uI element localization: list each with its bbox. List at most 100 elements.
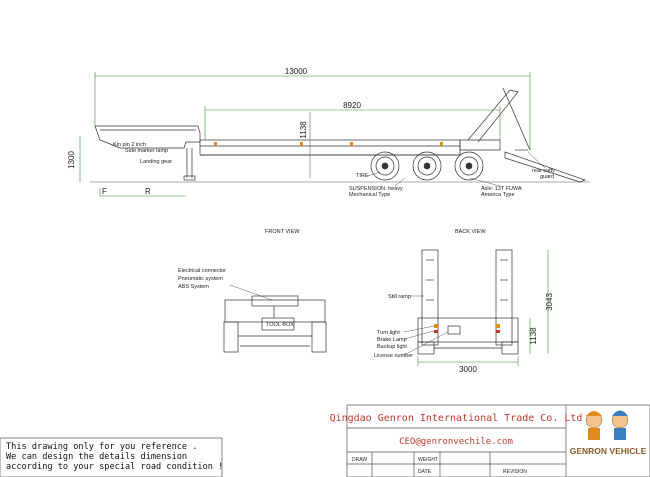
label-license-number: License number [374,353,413,359]
leader-line [229,284,273,301]
dim-text-overall: 13000 [285,67,308,76]
label-side-marker: Side marker lamp [125,148,168,154]
label-pneumatic: Pneumatic system [178,276,223,282]
dimension-lines [79,72,531,197]
label-tire: TIRE [356,173,369,179]
turn-light [434,324,438,328]
front-gooseneck-top [251,295,299,307]
front-wheel-right [311,321,327,353]
label-landing-gear: Landing gear [140,159,172,165]
label-turn-light: Turn light [377,330,400,336]
leader-line [403,330,435,340]
landing-gear-foot [183,175,196,181]
note-line: according to your special road condition… [6,462,224,472]
company-email: CEO@genronvechile.com [399,437,513,447]
leader-line [469,177,501,187]
leader-line [403,325,435,333]
logo-figure-right-body [614,428,626,440]
front-view-title: FRONT VIEW [265,229,300,235]
wheel-rim [417,156,437,176]
back-view-title: BACK VIEW [455,229,486,235]
label-abs: ABS System [178,284,209,290]
label-rear-guard-1: rear safty [532,168,555,174]
toolbox [261,317,295,331]
label-revision: REVISION [503,469,527,475]
label-axle-1: Axle: 13T FUWA [481,186,522,192]
label-suspension: SUSPENSION: heavy [349,186,403,192]
title-block [346,404,650,477]
side-marker-lamp [350,142,353,146]
dim-text-f: F [102,187,107,196]
leader-lines [367,151,546,187]
side-marker-lamp [440,142,443,146]
ramp-brace [502,87,531,151]
side-marker-lamp [300,142,303,146]
turn-light [496,324,500,328]
rear-ramp [504,151,586,183]
side-view [90,87,590,183]
label-still-ramp: Still ramp [388,294,411,300]
side-marker-lamp [214,142,217,146]
front-view [223,284,327,353]
back-leader-lines [403,295,449,356]
wheel-hub [381,162,389,170]
wheel [412,151,442,181]
rear-frame [459,139,501,151]
label-rear-guard-2: guard [540,174,554,180]
label-mechanical: Mechanical Type [349,192,390,198]
note-line: We can design the details dimension [6,452,188,462]
back-dimensions [417,250,549,366]
raised-ramp [467,89,519,143]
back-view [417,249,519,355]
dim-text-r: R [145,187,151,196]
logo-text: GENRON VEHICLE [570,446,647,456]
license-plate [447,325,461,335]
rear-wheel-left [417,341,435,355]
dim-text-deck-height: 1138 [299,121,308,139]
label-brake-lamp: Brake Lamp [377,337,407,343]
logo-figure-right-hat [612,410,628,416]
dim-text-back-total: 3043 [545,293,554,311]
dim-text-overall-height: 1300 [67,151,76,169]
leader-line [394,177,406,187]
note-frame [0,437,223,477]
dim-text-back-width: 3000 [459,365,477,374]
label-draw: DRAW [352,457,367,463]
rear-beam [417,317,519,343]
wheel [454,151,484,181]
label-king-pin: Kin pin 2 inch [113,142,146,148]
wheel-hub [423,162,431,170]
company-name: Qingdao Genron International Trade Co. L… [330,413,583,424]
ramp-right [495,249,513,346]
reference-note: This drawing only for you reference . We… [6,442,224,472]
dim-text-back-height: 1138 [529,327,538,345]
title-block-frame [346,404,650,477]
wheels [370,151,484,181]
logo-figure-left-body [588,428,600,440]
lowbed-deck [199,139,461,156]
brake-lamp [496,330,500,333]
gooseneck [94,125,201,149]
dim-text-deck: 8920 [343,101,361,110]
label-weight: WEIGHT [418,457,438,463]
label-date: DATE [418,469,432,475]
rear-lamps [434,324,500,333]
note-line: This drawing only for you reference . [6,442,198,452]
leader-line [527,151,546,169]
logo-figure-left-hair [586,411,602,416]
label-toolbox: TOOL BOX [266,322,294,328]
wheel-rim [459,156,479,176]
ramp-left [421,249,439,346]
label-axle-2: America Type [481,192,515,198]
leader-line [403,331,449,356]
wheel [370,151,400,181]
genron-logo [585,410,629,440]
rear-wheel-right [501,341,519,355]
label-backup-light: Backup light [377,344,407,350]
brake-lamp [434,330,438,333]
front-chassis [224,299,326,323]
leader-line [367,171,381,177]
wheel-rim [375,156,395,176]
label-electrical: Electrical connector [178,268,226,274]
